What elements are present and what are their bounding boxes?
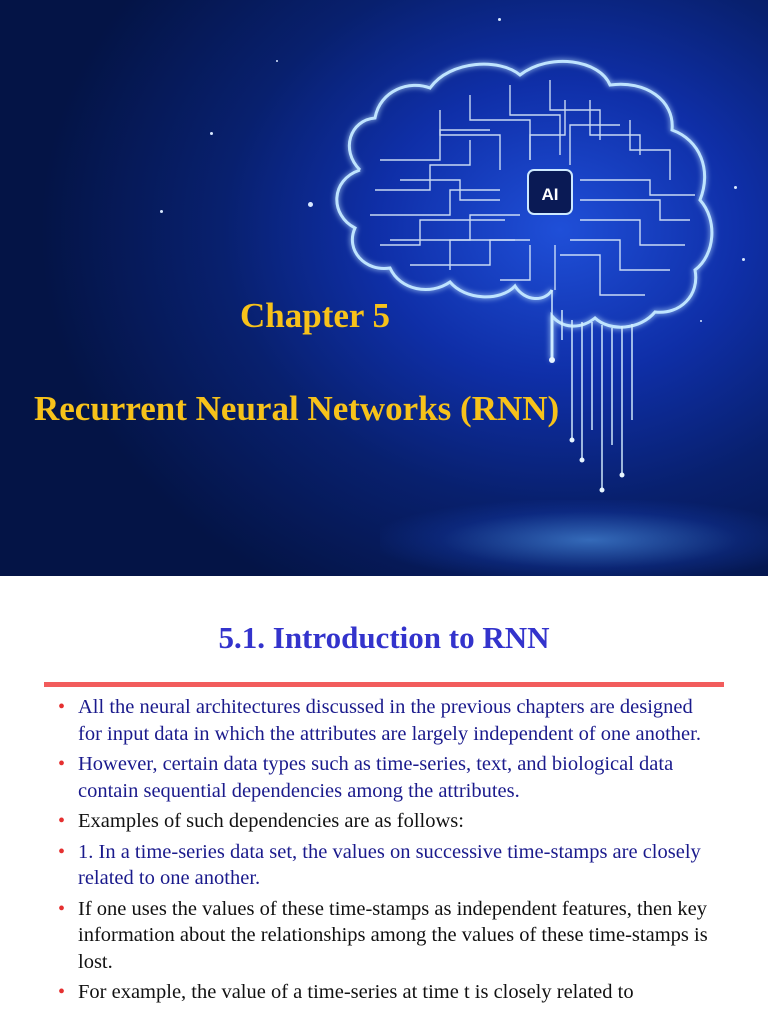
star-dot [734, 186, 737, 189]
bullet-icon: • [58, 840, 66, 863]
heading-divider [44, 682, 724, 687]
list-item: •However, certain data types such as tim… [58, 753, 674, 802]
title-slide: AI Chapter 5 Recurrent Neural Networks (… [0, 0, 768, 576]
content-slide: 5.1. Introduction to RNN •All the neural… [0, 576, 768, 1024]
star-dot [742, 258, 745, 261]
list-item: •For example, the value of a time-series… [58, 979, 708, 1006]
circuit-brain-icon: AI [335, 60, 714, 493]
bullet-icon: • [58, 696, 66, 718]
bullet-icon: • [58, 810, 66, 832]
bullet-icon: • [58, 897, 66, 920]
slide-title: Recurrent Neural Networks (RNN) [34, 389, 560, 428]
star-dot [498, 18, 501, 21]
list-item: •If one uses the values of these time-st… [58, 897, 708, 973]
bullet-icon: • [58, 981, 66, 1003]
list-item: •All the neural architectures discussed … [58, 696, 701, 745]
list-item: •1. In a time-series data set, the value… [58, 840, 701, 890]
ai-chip-label: AI [542, 185, 559, 204]
floor-glow [380, 500, 768, 576]
chapter-label: Chapter 5 [240, 296, 391, 335]
star-dot [160, 210, 163, 213]
bullet-list: •All the neural architectures discussed … [58, 694, 708, 1010]
list-item: •Examples of such dependencies are as fo… [58, 808, 708, 835]
section-heading: 5.1. Introduction to RNN [218, 620, 550, 655]
star-dot [210, 132, 213, 135]
ai-chip-icon [527, 169, 573, 215]
star-dot [700, 320, 702, 322]
bullet-icon: • [58, 753, 66, 775]
star-dot [276, 60, 278, 62]
star-dot [308, 202, 313, 207]
